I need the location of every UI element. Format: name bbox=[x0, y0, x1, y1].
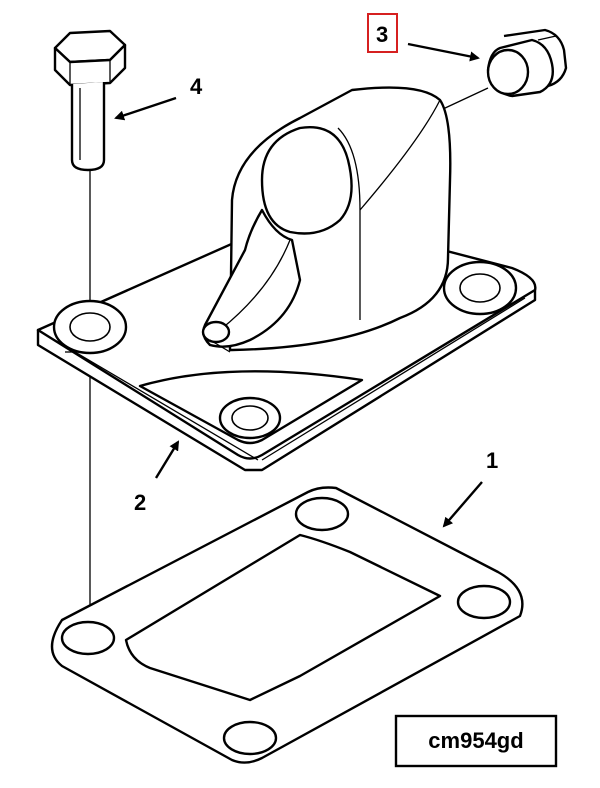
leader-arrow-plug bbox=[407, 42, 480, 62]
figure-id-box bbox=[394, 714, 558, 768]
cover-housing bbox=[36, 86, 537, 472]
callout-cover: 2 bbox=[134, 490, 146, 515]
callout-gasket: 1 bbox=[486, 448, 498, 473]
callout-plug-highlight-box bbox=[367, 13, 398, 53]
bolt bbox=[53, 29, 127, 172]
leader-arrow-gasket bbox=[442, 481, 483, 528]
figure-id: cm954gd bbox=[428, 728, 523, 753]
gasket bbox=[50, 486, 524, 764]
callout-bolt: 4 bbox=[190, 74, 203, 99]
callout-plug: 3 bbox=[376, 22, 388, 47]
leader-arrow-bolt bbox=[114, 96, 177, 121]
leader-arrow-cover bbox=[154, 440, 180, 479]
plug bbox=[486, 28, 568, 98]
